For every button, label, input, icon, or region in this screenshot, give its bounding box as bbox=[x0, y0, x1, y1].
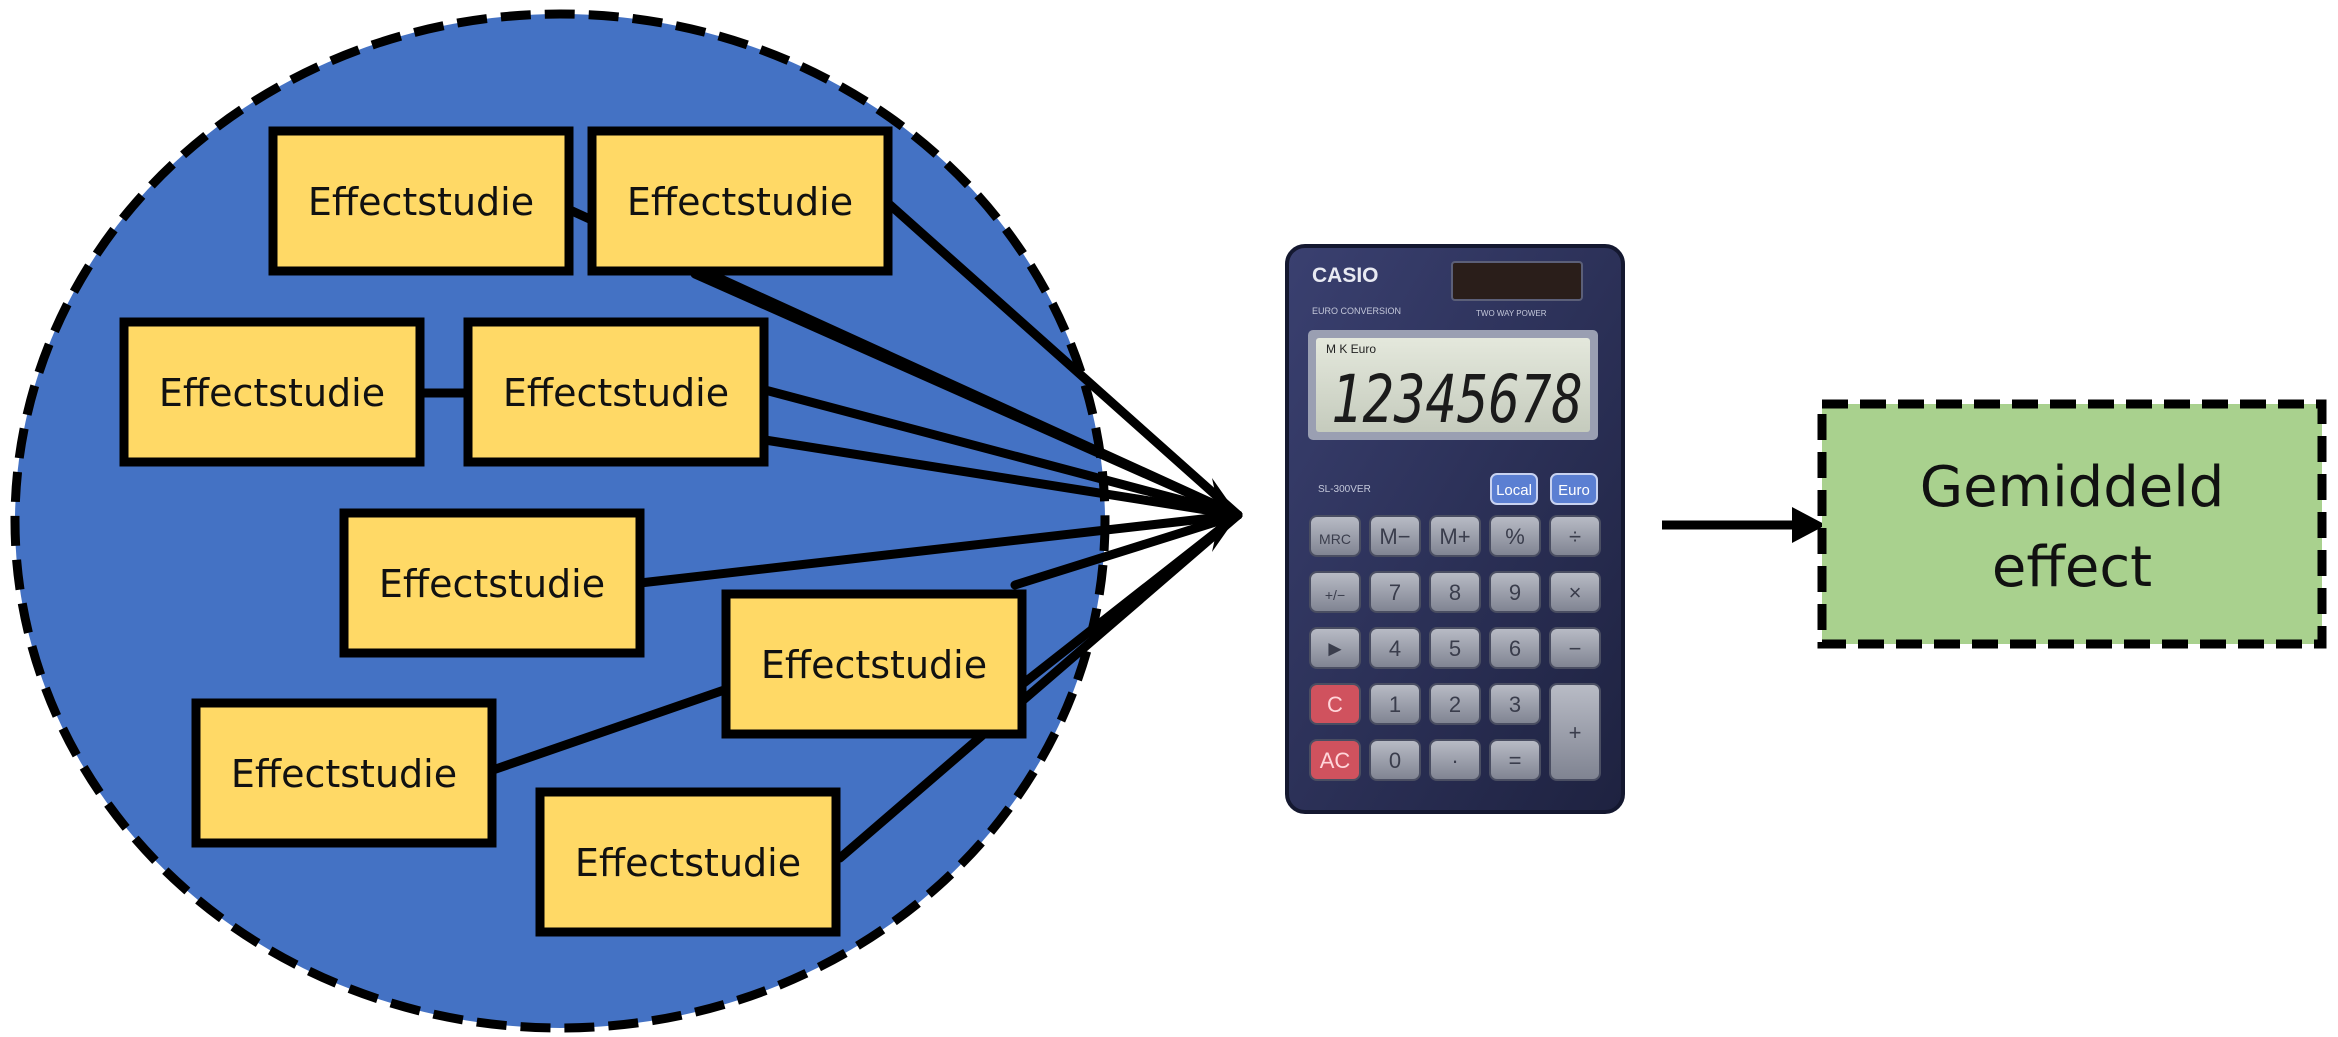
study-box: Effectstudie bbox=[463, 317, 769, 467]
local-key bbox=[1490, 473, 1538, 505]
calculator-key bbox=[1489, 683, 1541, 725]
study-label: Effectstudie bbox=[379, 562, 605, 606]
calculator-key bbox=[1549, 627, 1601, 669]
connector-lines bbox=[413, 191, 1243, 863]
study-label: Effectstudie bbox=[761, 643, 987, 687]
study-label: Effectstudie bbox=[159, 371, 385, 415]
result-line-1: Gemiddeld bbox=[1920, 455, 2225, 520]
study-label: Effectstudie bbox=[575, 841, 801, 885]
calculator-key bbox=[1369, 571, 1421, 613]
calculator-key bbox=[1309, 515, 1361, 557]
calculator-key-label: MRC bbox=[1319, 531, 1351, 547]
euro-key bbox=[1550, 473, 1598, 505]
calculator-key bbox=[1489, 739, 1541, 781]
calculator-key bbox=[1369, 739, 1421, 781]
calculator-key bbox=[1309, 627, 1361, 669]
calculator-display bbox=[1316, 338, 1590, 432]
calculator-keypad: MRC M− M+% ÷ +/− 7 8 9 × ► 4 5 6 − C 1 2 3 + AC 0 · = bbox=[1309, 515, 1601, 781]
calculator-image: CASIO EURO CONVERSION TWO WAY POWER M K … bbox=[1285, 244, 1625, 814]
study-box: Effectstudie bbox=[268, 126, 574, 276]
study-label: Effectstudie bbox=[503, 371, 729, 415]
study-label: Effectstudie bbox=[627, 180, 853, 224]
calculator-key-label: 4 bbox=[1389, 636, 1401, 661]
calculator-brand: CASIO bbox=[1312, 264, 1379, 287]
calculator-key-label: × bbox=[1569, 580, 1582, 605]
calculator-key-label: C bbox=[1327, 692, 1343, 717]
calculator-key-label: 2 bbox=[1449, 692, 1461, 717]
calculator-key bbox=[1549, 515, 1601, 557]
calculator-key bbox=[1429, 515, 1481, 557]
calculator-key-label: 7 bbox=[1389, 580, 1401, 605]
calculator-key-label: 8 bbox=[1449, 580, 1461, 605]
local-key-label: Local bbox=[1496, 482, 1532, 499]
study-box: Effectstudie bbox=[721, 589, 1027, 739]
calculator-power-text: TWO WAY POWER bbox=[1476, 309, 1547, 318]
display-indicators: M K Euro bbox=[1326, 342, 1376, 356]
calculator-key-label: 9 bbox=[1509, 580, 1521, 605]
calculator-key-label: M− bbox=[1379, 524, 1410, 549]
calculator-key bbox=[1489, 515, 1541, 557]
study-box: Effectstudie bbox=[339, 508, 645, 658]
calculator-key bbox=[1489, 627, 1541, 669]
calculator-key-label: M+ bbox=[1439, 524, 1470, 549]
calculator-key-label: ÷ bbox=[1569, 524, 1581, 549]
calculator-key bbox=[1429, 571, 1481, 613]
calculator-key-label: 1 bbox=[1389, 692, 1401, 717]
result-box: Gemiddeld effect bbox=[1817, 399, 2327, 649]
calculator-key-label: 3 bbox=[1509, 692, 1521, 717]
display-value: 12345678 bbox=[1331, 361, 1583, 438]
calculator-key bbox=[1369, 683, 1421, 725]
calculator-key-label: AC bbox=[1320, 748, 1351, 773]
calculator-key-label: % bbox=[1505, 524, 1525, 549]
calculator-key-label: +/− bbox=[1325, 587, 1345, 603]
calculator-key-label: = bbox=[1509, 748, 1522, 773]
calculator-key-label: 5 bbox=[1449, 636, 1461, 661]
calculator-key bbox=[1309, 683, 1361, 725]
merge-arrowhead bbox=[1212, 478, 1238, 552]
calculator-model: SL-300VER bbox=[1318, 484, 1371, 495]
result-line-2: effect bbox=[1992, 535, 2152, 600]
calculator-key-label: ► bbox=[1324, 636, 1346, 661]
calculator-key bbox=[1309, 739, 1361, 781]
calculator-key bbox=[1549, 571, 1601, 613]
study-box: Effectstudie bbox=[191, 698, 497, 848]
study-box: Effectstudie bbox=[119, 317, 425, 467]
euro-key-label: Euro bbox=[1558, 482, 1590, 499]
calculator-key bbox=[1429, 739, 1481, 781]
calculator-model-line: EURO CONVERSION bbox=[1312, 306, 1401, 316]
study-label: Effectstudie bbox=[231, 752, 457, 796]
calculator-key bbox=[1369, 515, 1421, 557]
calculator-key bbox=[1429, 683, 1481, 725]
calculator-key-label: + bbox=[1569, 720, 1582, 745]
calculator-key bbox=[1309, 571, 1361, 613]
study-box: Effectstudie bbox=[535, 787, 841, 937]
calculator-key-label: − bbox=[1569, 636, 1582, 661]
solar-panel bbox=[1451, 261, 1583, 301]
calculator-key-label: 6 bbox=[1509, 636, 1521, 661]
output-arrowhead bbox=[1792, 507, 1826, 543]
calculator-key-label: 0 bbox=[1389, 748, 1401, 773]
calculator-key-label: · bbox=[1451, 748, 1458, 773]
calculator-key bbox=[1489, 571, 1541, 613]
calculator-key bbox=[1429, 627, 1481, 669]
study-label: Effectstudie bbox=[308, 180, 534, 224]
calculator-key bbox=[1369, 627, 1421, 669]
study-boxes: Effectstudie Effectstudie Effectstudie E… bbox=[119, 126, 1027, 937]
study-box: Effectstudie bbox=[587, 126, 893, 276]
calculator-key bbox=[1549, 683, 1601, 781]
